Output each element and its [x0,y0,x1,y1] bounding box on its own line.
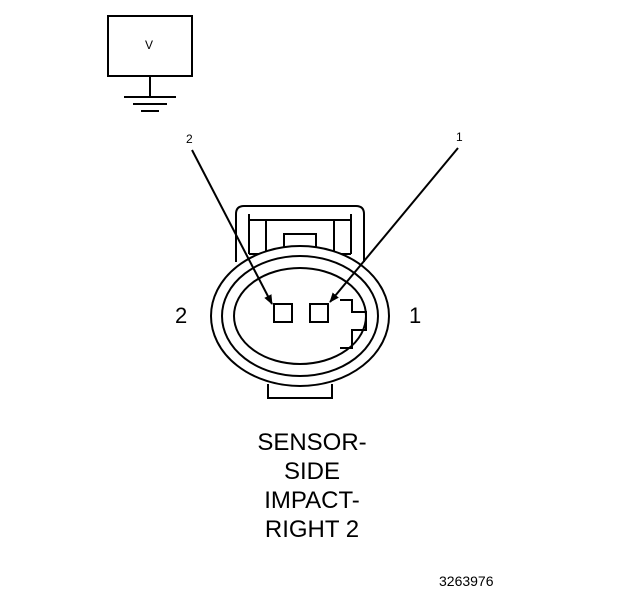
pin-cavity-2 [273,303,293,323]
callout-arrow-2 [191,149,273,305]
caption-line-1: SENSOR- [257,429,367,456]
caption-line-2: SIDE [283,458,340,485]
pin-cavity-1 [309,303,329,323]
figure-id: 3263976 [439,573,494,589]
voltmeter-label: V [145,38,154,52]
body-ring-middle [221,255,379,377]
connector-face [210,205,390,399]
bottom-tab [267,384,333,399]
latch-outer [235,205,365,262]
pin-label-1: 1 [409,303,422,328]
callout-arrow-1 [329,147,459,303]
voltmeter-symbol [107,15,193,112]
caption-line-3: IMPACT- [264,487,360,514]
callout-label-2: 2 [186,132,193,146]
callout-label-1: 1 [456,130,463,144]
caption-line-4: RIGHT 2 [264,516,360,543]
pin-label-2: 2 [175,303,188,328]
keying-feature [340,299,367,349]
connector-caption: SENSOR- SIDE IMPACT- RIGHT 2 [200,428,424,544]
